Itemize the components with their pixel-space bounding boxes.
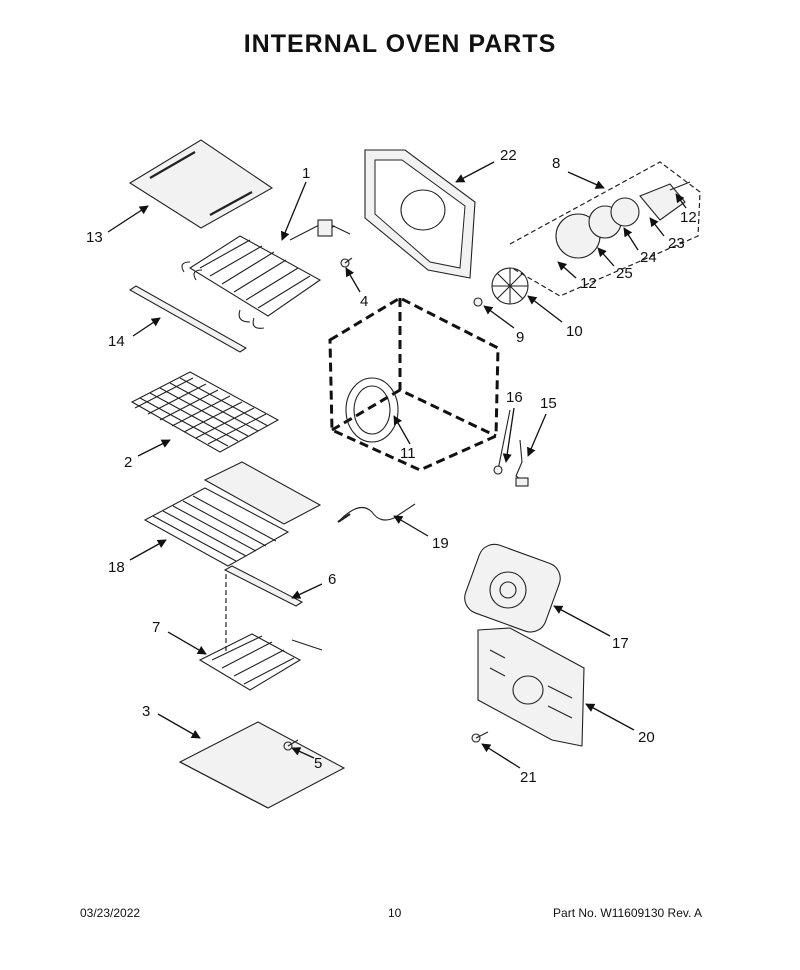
callout-12-upper: 12	[680, 209, 697, 226]
oven-cavity	[328, 296, 500, 472]
callout-13: 13	[86, 229, 103, 246]
convection-fan-housing	[464, 543, 561, 633]
callout-24: 24	[640, 249, 657, 266]
callout-25: 25	[616, 265, 633, 282]
oven-rack	[130, 371, 280, 453]
footer-part-number: Part No. W11609130 Rev. A	[553, 906, 702, 920]
bake-element	[198, 633, 323, 691]
screw-9	[473, 297, 483, 307]
callout-21: 21	[520, 769, 537, 786]
callout-6: 6	[328, 571, 336, 588]
callout-8: 8	[552, 155, 560, 172]
callout-15: 15	[540, 395, 557, 412]
temperature-sensor	[493, 409, 511, 475]
callout-10: 10	[566, 323, 583, 340]
callout-4: 4	[360, 293, 368, 310]
leader-lines	[107, 161, 687, 769]
footer-page-number: 10	[388, 906, 402, 920]
callout-12-lower: 12	[580, 275, 597, 292]
callout-5: 5	[314, 755, 322, 772]
callout-9: 9	[516, 329, 524, 346]
rear-panel	[477, 627, 585, 747]
callout-1: 1	[302, 165, 310, 182]
fan-blade	[491, 267, 529, 305]
sliding-rack	[143, 461, 322, 567]
callout-16: 16	[506, 389, 523, 406]
front-bracket	[128, 285, 248, 353]
screw-5	[283, 739, 299, 751]
footer-date: 03/23/2022	[80, 906, 141, 920]
callout-labels: 1 13 14 4 22 8 12 23 24 25 12 10 9 11 16…	[86, 147, 697, 786]
callout-3: 3	[142, 703, 150, 720]
convection-motor-assembly	[509, 161, 701, 297]
callout-7: 7	[152, 619, 160, 636]
broil-element	[181, 219, 351, 329]
callout-18: 18	[108, 559, 125, 576]
rear-cover-plate	[364, 149, 476, 279]
callout-14: 14	[108, 333, 125, 350]
meat-probe	[337, 503, 416, 523]
screw-4	[340, 257, 353, 268]
callout-17: 17	[612, 635, 629, 652]
screw-21	[471, 731, 489, 743]
callout-2: 2	[124, 454, 132, 471]
bake-element-shield	[223, 565, 304, 654]
callout-20: 20	[638, 729, 655, 746]
wire-harness	[515, 439, 529, 487]
page-title: INTERNAL OVEN PARTS	[243, 30, 557, 58]
callout-23: 23	[668, 235, 685, 252]
oven-floor-panel	[178, 721, 346, 809]
callout-11: 11	[400, 445, 416, 462]
callout-22: 22	[500, 147, 517, 164]
heat-shield-panel	[128, 139, 274, 229]
callout-19: 19	[432, 535, 449, 552]
